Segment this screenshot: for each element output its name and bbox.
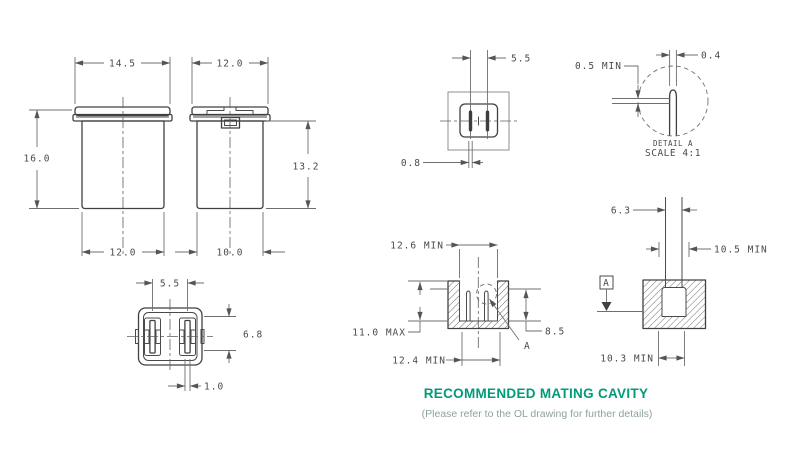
bottom-dim-terminal-pitch-label: 5.5	[160, 279, 180, 290]
bottom-part-outline	[127, 299, 213, 373]
footer: RECOMMENDED MATING CAVITY (Please refer …	[422, 386, 653, 420]
detail-dim-tip-width: 0.4	[656, 50, 721, 86]
cavity-front-dim-pin-height: 8.5	[523, 289, 565, 338]
footer-title: RECOMMENDED MATING CAVITY	[424, 386, 649, 401]
cavity-front-dim-depth-label: 11.0 MAX	[352, 328, 406, 339]
cavity-front-dim-pin-height-label: 8.5	[545, 327, 565, 338]
front-dim-height-label: 16.0	[24, 154, 51, 165]
datum-triangle	[601, 302, 612, 311]
cavity-front-pin-right	[484, 290, 489, 321]
cavity-side-view: 6.3 10.5 MIN A 10.3 MIN	[597, 197, 768, 366]
cavity-front-dim-opening-bottom: 12.4 MIN	[392, 332, 501, 367]
cavity-front-dim-opening-top: 12.6 MIN	[390, 241, 498, 278]
top-view: 5.5 0.8	[401, 50, 531, 169]
front-dim-height: 16.0	[24, 109, 79, 209]
front-dim-width-bottom-label: 12.0	[110, 248, 137, 259]
cavity-side-dim-floor-label: 10.3 MIN	[600, 354, 654, 365]
cavity-front-pin-left	[466, 290, 471, 321]
cavity-front-detail-callout-label: A	[524, 341, 531, 352]
side-dim-width-top: 12.0	[191, 57, 269, 104]
side-latch	[220, 116, 241, 129]
front-body	[81, 120, 165, 210]
top-dim-slot-pitch-label: 5.5	[511, 54, 531, 65]
side-body	[196, 120, 264, 210]
datum-a-flag: A	[597, 275, 643, 312]
cavity-front-dim-opening-bottom-label: 12.4 MIN	[392, 356, 446, 367]
cavity-front-detail-callout: A	[489, 298, 531, 352]
cavity-side-dim-terminal-slot: 6.3	[611, 206, 697, 217]
top-slot-right	[485, 110, 490, 132]
cavity-side-dim-opening: 10.5 MIN	[646, 242, 768, 257]
top-slot-left	[468, 110, 473, 132]
bottom-dim-terminal-height-label: 6.8	[243, 330, 263, 341]
cavity-front-view: 12.6 MIN 11.0 MAX 8.5 12.4 MIN A	[352, 241, 565, 367]
detail-dim-tip-clearance: 0.5 MIN	[575, 61, 641, 117]
bottom-view: 5.5 6.8 1.0	[127, 279, 263, 393]
detail-a-view: 0.5 MIN 0.4 DETAIL A SCALE 4:1	[575, 50, 721, 159]
cavity-front-block-outline	[447, 280, 510, 330]
bottom-dim-terminal-height: 6.8	[204, 304, 263, 363]
front-dim-width-bottom: 12.0	[81, 212, 165, 259]
detail-dim-tip-clearance-label: 0.5 MIN	[575, 61, 622, 72]
side-part-outline	[189, 97, 271, 255]
front-dim-width-top: 14.5	[74, 57, 171, 104]
cavity-front-dim-opening-top-label: 12.6 MIN	[390, 241, 444, 252]
front-part-outline	[72, 97, 173, 255]
cavity-side-dim-floor: 10.3 MIN	[600, 331, 685, 366]
detail-pin-tip	[668, 89, 678, 136]
top-part-outline	[440, 50, 517, 151]
cavity-side-dim-terminal-slot-label: 6.3	[611, 206, 631, 217]
side-dim-width-top-label: 12.0	[217, 59, 244, 70]
cavity-front-dim-depth: 11.0 MAX	[352, 281, 423, 339]
side-dim-height-label: 13.2	[293, 162, 320, 173]
cavity-side-cavity	[661, 287, 687, 317]
side-dim-height: 13.2	[266, 120, 320, 209]
side-view: 12.0 13.2 10.0	[175, 57, 320, 259]
cavity-side-block-outline	[642, 279, 707, 330]
detail-circle	[637, 65, 709, 137]
top-dim-slot-width-label: 0.8	[401, 158, 421, 169]
front-dim-width-top-label: 14.5	[109, 59, 136, 70]
detail-dim-tip-width-label: 0.4	[701, 51, 721, 62]
side-dim-width-bottom-label: 10.0	[217, 248, 244, 259]
top-dim-slot-width: 0.8	[401, 141, 483, 169]
detail-scale-caption: SCALE 4:1	[645, 148, 701, 159]
top-dim-slot-pitch: 5.5	[452, 54, 531, 65]
bottom-dim-slot-width: 1.0	[168, 359, 224, 393]
datum-a-label: A	[603, 278, 610, 289]
cavity-front-detail-circle	[476, 283, 497, 305]
side-dim-width-bottom: 10.0	[175, 212, 285, 259]
front-cap	[74, 106, 171, 117]
footer-subtitle: (Please refer to the OL drawing for furt…	[422, 408, 653, 420]
detail-caption: DETAIL A	[653, 139, 693, 148]
cavity-side-dim-opening-label: 10.5 MIN	[714, 245, 768, 256]
bottom-dim-terminal-pitch: 5.5	[136, 279, 204, 311]
bottom-dim-slot-width-label: 1.0	[204, 382, 224, 393]
front-view: 14.5 16.0 12.0	[24, 57, 173, 259]
